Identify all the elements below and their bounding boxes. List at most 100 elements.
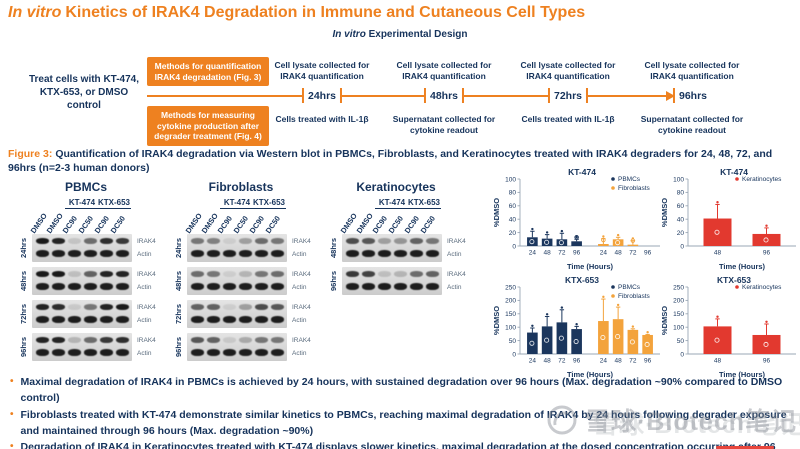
blot-group-header: KTX-653 <box>252 198 286 209</box>
actin-band <box>100 250 113 257</box>
blot-row-time-label: 24hrs <box>174 238 183 259</box>
title-rest: Kinetics of IRAK4 Degradation in Immune … <box>65 4 586 21</box>
irak4-band <box>84 304 97 310</box>
svg-text:96: 96 <box>573 358 581 365</box>
svg-text:50: 50 <box>509 338 517 345</box>
lane-label: DMSO <box>183 211 204 235</box>
svg-text:100: 100 <box>673 176 684 183</box>
irak4-band <box>410 271 423 277</box>
irak4-band <box>426 271 439 277</box>
svg-text:48: 48 <box>714 358 722 365</box>
blot-panel-title: Keratinocytes <box>356 180 436 194</box>
irak4-band <box>36 337 49 343</box>
svg-text:KTX-653: KTX-653 <box>717 275 751 285</box>
irak4-band <box>52 337 65 343</box>
key-finding-item: •Fibroblasts treated with KT-474 demonst… <box>10 407 792 440</box>
svg-text:96: 96 <box>763 250 771 257</box>
timepoint-top-label: Cell lysate collected for IRAK4 quantifi… <box>274 60 370 81</box>
actin-band <box>116 283 129 290</box>
timepoint-24hrs: 24hrs <box>301 88 343 103</box>
svg-text:Keratinocytes: Keratinocytes <box>742 284 782 291</box>
svg-text:72: 72 <box>629 358 637 365</box>
irak4-band <box>100 271 113 277</box>
actin-band <box>346 250 359 257</box>
svg-text:150: 150 <box>673 311 684 318</box>
svg-text:0: 0 <box>680 351 684 358</box>
svg-text:48: 48 <box>544 358 552 365</box>
key-findings-list: •Maximal degradation of IRAK4 in PBMCs i… <box>10 374 792 449</box>
irak4-band <box>239 304 252 310</box>
actin-band <box>410 283 423 290</box>
irak4-band <box>68 337 81 343</box>
blot-row-time-label: 24hrs <box>19 238 28 259</box>
blot-panel-title: PBMCs <box>64 180 107 194</box>
svg-text:250: 250 <box>505 284 516 291</box>
method-box-cytokine: Methods for measuring cytokine productio… <box>147 106 269 146</box>
actin-band <box>207 316 220 323</box>
gel-image <box>187 333 287 361</box>
gel-image <box>32 267 132 295</box>
key-finding-text: Degradation of IRAK4 in Keratinocytes tr… <box>20 441 776 449</box>
actin-band <box>223 316 236 323</box>
blot-row-time-label: 48hrs <box>19 271 28 292</box>
irak4-band <box>84 238 97 244</box>
svg-text:KT-474: KT-474 <box>720 167 748 177</box>
timepoint-top-label: Cell lysate collected for IRAK4 quantifi… <box>644 60 740 81</box>
method-box-quantification: Methods for quantification IRAK4 degrada… <box>147 57 269 87</box>
actin-band <box>100 349 113 356</box>
actin-band <box>394 250 407 257</box>
actin-band <box>68 250 81 257</box>
irak4-band <box>100 304 113 310</box>
bullet-icon: • <box>10 376 14 387</box>
bullet-icon: • <box>10 441 14 449</box>
actin-band <box>36 283 49 290</box>
irak4-band <box>255 304 268 310</box>
blot-group-header: KT-474 <box>65 198 99 209</box>
actin-band <box>362 283 375 290</box>
irak4-band <box>410 238 423 244</box>
lane-label: DC50 <box>263 214 283 235</box>
svg-text:KT-474: KT-474 <box>568 167 596 177</box>
irak4-band <box>36 271 49 277</box>
irak4-band <box>116 304 129 310</box>
irak4-band <box>52 238 65 244</box>
actin-band <box>271 283 284 290</box>
actin-band <box>223 349 236 356</box>
blot-row-time-label: 72hrs <box>19 304 28 325</box>
svg-text:Fibroblasts: Fibroblasts <box>618 185 651 192</box>
gel-image <box>342 234 442 262</box>
svg-text:Time (Hours): Time (Hours) <box>567 370 614 379</box>
gel-image <box>187 234 287 262</box>
svg-text:60: 60 <box>677 203 685 210</box>
irak4-band <box>271 337 284 343</box>
timepoint-bottom-label: Supernatant collected for cytokine reado… <box>392 114 496 135</box>
lane-label: DC50 <box>418 214 438 235</box>
irak4-band <box>84 337 97 343</box>
actin-band <box>378 283 391 290</box>
irak4-band <box>223 271 236 277</box>
irak4-band <box>255 337 268 343</box>
gel-image <box>187 267 287 295</box>
actin-band <box>239 316 252 323</box>
irak4-band <box>207 337 220 343</box>
lane-label: DC50 <box>231 214 251 235</box>
actin-band <box>84 349 97 356</box>
actin-band <box>84 283 97 290</box>
irak4-band <box>239 238 252 244</box>
irak4-band <box>271 238 284 244</box>
svg-text:96: 96 <box>644 250 652 257</box>
actin-band <box>426 283 439 290</box>
svg-text:48: 48 <box>615 358 623 365</box>
actin-band <box>362 250 375 257</box>
timeline-arrowhead-icon <box>666 91 675 101</box>
lane-label: DC90 <box>92 214 112 235</box>
